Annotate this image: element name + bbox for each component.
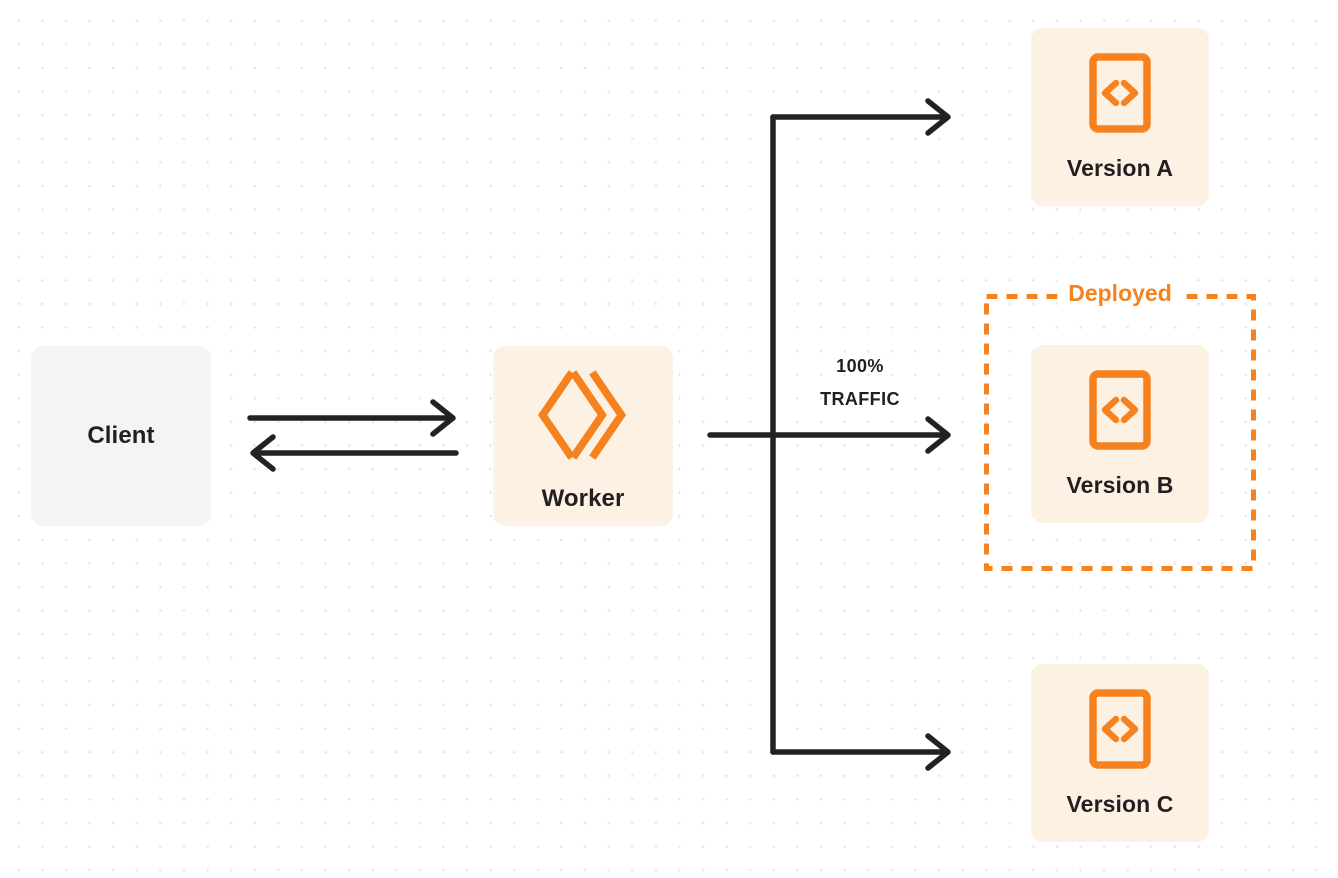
traffic-label: 100% TRAFFIC bbox=[786, 350, 934, 416]
arrow-worker-to-client bbox=[250, 434, 459, 472]
code-document-icon bbox=[1089, 370, 1151, 450]
arrow-worker-to-version-b bbox=[707, 416, 951, 454]
deployed-group-label: Deployed bbox=[1057, 279, 1183, 307]
arrow-worker-to-version-c bbox=[770, 733, 951, 771]
worker-node[interactable]: Worker bbox=[493, 346, 673, 526]
deployed-dashed-border bbox=[984, 294, 1256, 571]
worker-label: Worker bbox=[541, 485, 625, 512]
version-a-node[interactable]: Version A bbox=[1031, 28, 1209, 206]
arrow-worker-to-version-a bbox=[770, 98, 951, 136]
code-document-icon bbox=[1089, 53, 1151, 133]
traffic-percent: 100% bbox=[836, 356, 884, 376]
arrow-client-to-worker bbox=[247, 399, 456, 437]
version-c-label: Version C bbox=[1066, 791, 1174, 817]
version-a-label: Version A bbox=[1066, 155, 1174, 181]
version-b-label: Version B bbox=[1066, 472, 1174, 498]
client-node[interactable]: Client bbox=[31, 346, 211, 526]
traffic-caption: TRAFFIC bbox=[820, 389, 900, 409]
deployed-group: Deployed bbox=[984, 279, 1256, 571]
client-label: Client bbox=[87, 422, 155, 449]
cloudflare-workers-logo-icon bbox=[535, 367, 631, 463]
version-b-node[interactable]: Version B bbox=[1031, 345, 1209, 523]
version-c-node[interactable]: Version C bbox=[1031, 664, 1209, 842]
code-document-icon bbox=[1089, 689, 1151, 769]
